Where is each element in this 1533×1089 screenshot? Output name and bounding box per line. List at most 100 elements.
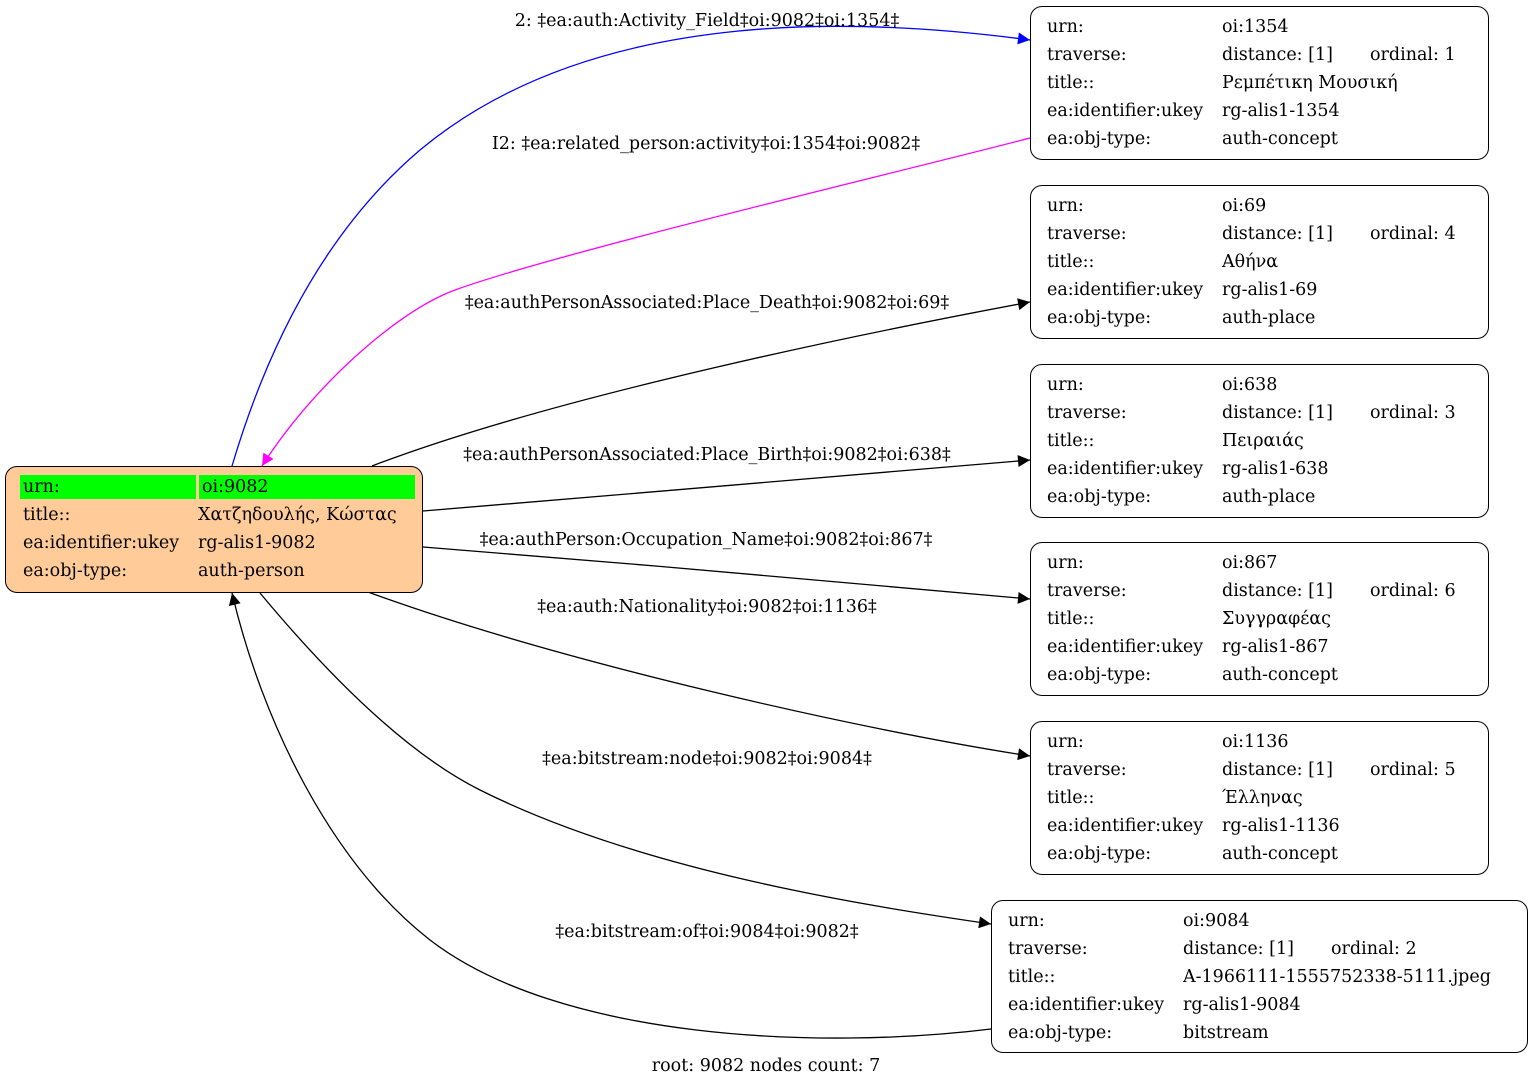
edge-4 (422, 455, 1031, 512)
node-1136-row-objtype: ea:obj-type: auth-concept (1031, 842, 1488, 866)
node-1354-ukey-key: ea:identifier:ukey (1047, 101, 1204, 121)
node-1354-traverse-value: distance: [1] (1222, 45, 1333, 65)
node-867-row-urn: urn: oi:867 (1031, 551, 1488, 575)
node-1136-ukey-value: rg-alis1-1136 (1222, 816, 1340, 836)
root-urn-key: urn: (20, 475, 196, 499)
node-867[interactable]: urn: oi:867 traverse: distance: [1] ordinal:… (1030, 542, 1489, 696)
edge-5 (422, 546, 1031, 604)
edge-label-8: ‡ea:bitstream:of‡oi:9084‡oi:9082‡ (555, 922, 859, 942)
node-1354-urn-key: urn: (1047, 17, 1084, 37)
node-1354-row-urn: urn: oi:1354 (1031, 15, 1488, 39)
node-1136-traverse-value: distance: [1] (1222, 760, 1333, 780)
root-title-value: Χατζηδουλής, Κώστας (198, 505, 397, 525)
node-638-traverse-value: distance: [1] (1222, 403, 1333, 423)
root-objtype-value: auth-person (198, 561, 305, 581)
node-9084-row-traverse: traverse:distance: [1]ordinal: 2 (992, 937, 1527, 961)
root-title-key: title:: (23, 505, 71, 525)
edge-label-4: ‡ea:authPersonAssociated:Place_Birth‡oi:… (463, 445, 951, 465)
node-1354-row-title: title::Ρεμπέτικη Μουσική (1031, 71, 1488, 95)
node-9084-ordinal: ordinal: 2 (1331, 939, 1417, 959)
node-9084-ukey-key: ea:identifier:ukey (1008, 995, 1165, 1015)
node-9084-urn-value: oi:9084 (1183, 911, 1250, 931)
node-9084-objtype-key: ea:obj-type: (1008, 1023, 1113, 1043)
node-638-urn-value: oi:638 (1222, 375, 1278, 395)
node-638-row-urn: urn:oi:638 (1031, 373, 1488, 397)
root-row-urn: urn: oi:9082 (6, 475, 422, 499)
node-867-ukey-key: ea:identifier:ukey (1047, 637, 1204, 657)
node-1136-title-key: title:: (1047, 788, 1095, 808)
edge-7 (259, 592, 992, 929)
node-1354-title-value: Ρεμπέτικη Μουσική (1222, 73, 1398, 93)
node-1136-row-title: title::Έλληνας (1031, 786, 1488, 810)
node-69-urn-key: urn: (1047, 196, 1084, 216)
node-867-urn-value: oi:867 (1222, 553, 1278, 573)
node-9084-title-key: title:: (1008, 967, 1056, 987)
node-9084-row-title: title::A-1966111-1555752338-5111.jpeg (992, 965, 1527, 989)
edge-3 (371, 298, 1031, 467)
node-1136-ukey-key: ea:identifier:ukey (1047, 816, 1204, 836)
node-638-row-objtype: ea:obj-type:auth-place (1031, 485, 1488, 509)
node-69-row-title: title::Αθήνα (1031, 250, 1488, 274)
node-1136-ordinal: ordinal: 5 (1370, 760, 1456, 780)
node-69-row-objtype: ea:obj-type:auth-place (1031, 306, 1488, 330)
node-1354-traverse-key: traverse: (1047, 45, 1127, 65)
node-1354-urn-value: oi:1354 (1222, 17, 1289, 37)
node-1354-row-ukey: ea:identifier:ukey rg-alis1-1354 (1031, 99, 1488, 123)
node-638-title-value: Πειραιάς (1222, 431, 1304, 451)
node-9084-urn-key: urn: (1008, 911, 1045, 931)
node-69-ukey-value: rg-alis1-69 (1222, 280, 1318, 300)
node-638-title-key: title:: (1047, 431, 1095, 451)
root-node[interactable]: urn: oi:9082 title:: Χατζηδουλής, Κώστας… (5, 466, 423, 593)
node-638-traverse-key: traverse: (1047, 403, 1127, 423)
node-867-traverse-key: traverse: (1047, 581, 1127, 601)
edge-label-1: 2: ‡ea:auth:Activity_Field‡oi:9082‡oi:13… (514, 11, 900, 31)
node-1136-row-urn: urn:oi:1136 (1031, 730, 1488, 754)
node-69-objtype-key: ea:obj-type: (1047, 308, 1152, 328)
graph-footer: root: 9082 nodes count: 7 (651, 1056, 881, 1076)
edge-2 (261, 137, 1031, 467)
node-69-ordinal: ordinal: 4 (1370, 224, 1456, 244)
node-69-traverse-value: distance: [1] (1222, 224, 1333, 244)
node-867-row-title: title::Συγγραφέας (1031, 607, 1488, 631)
node-1354-objtype-key: ea:obj-type: (1047, 129, 1152, 149)
edge-6 (367, 591, 1031, 761)
node-1136-row-ukey: ea:identifier:ukey rg-alis1-1136 (1031, 814, 1488, 838)
node-867-traverse-value: distance: [1] (1222, 581, 1333, 601)
root-row-objtype: ea:obj-type: auth-person (6, 559, 422, 583)
node-867-ordinal: ordinal: 6 (1370, 581, 1456, 601)
node-638-ukey-value: rg-alis1-638 (1222, 459, 1329, 479)
node-69-row-traverse: traverse:distance: [1]ordinal: 4 (1031, 222, 1488, 246)
node-9084-row-urn: urn: oi:9084 (992, 909, 1527, 933)
edge-label-7: ‡ea:bitstream:node‡oi:9082‡oi:9084‡ (542, 749, 872, 769)
node-1354-row-traverse: traverse: distance: [1] ordinal: 1 (1031, 43, 1488, 67)
node-638-row-title: title::Πειραιάς (1031, 429, 1488, 453)
node-638-row-traverse: traverse:distance: [1]ordinal: 3 (1031, 401, 1488, 425)
node-1136-objtype-value: auth-concept (1222, 844, 1338, 864)
node-1354[interactable]: urn: oi:1354 traverse: distance: [1] ordinal… (1030, 6, 1489, 160)
node-9084-title-value: A-1966111-1555752338-5111.jpeg (1183, 967, 1491, 987)
edge-8 (228, 592, 992, 1039)
node-9084[interactable]: urn: oi:9084 traverse:distance: [1]ordinal… (991, 900, 1528, 1053)
node-1354-row-objtype: ea:obj-type:auth-concept (1031, 127, 1488, 151)
node-867-row-objtype: ea:obj-type:auth-concept (1031, 663, 1488, 687)
node-867-urn-key: urn: (1047, 553, 1084, 573)
root-row-ukey: ea:identifier:ukey rg-alis1-9082 (6, 531, 422, 555)
root-ukey-value: rg-alis1-9082 (198, 533, 316, 553)
root-ukey-key: ea:identifier:ukey (23, 533, 180, 553)
edge-label-5: ‡ea:authPerson:Occupation_Name‡oi:9082‡o… (479, 530, 933, 550)
node-9084-row-objtype: ea:obj-type:bitstream (992, 1021, 1527, 1045)
node-1354-ukey-value: rg-alis1-1354 (1222, 101, 1340, 121)
node-1354-ordinal: ordinal: 1 (1370, 45, 1456, 65)
node-867-row-traverse: traverse: distance: [1] ordinal: 6 (1031, 579, 1488, 603)
node-1136-urn-key: urn: (1047, 732, 1084, 752)
node-1136-objtype-key: ea:obj-type: (1047, 844, 1152, 864)
